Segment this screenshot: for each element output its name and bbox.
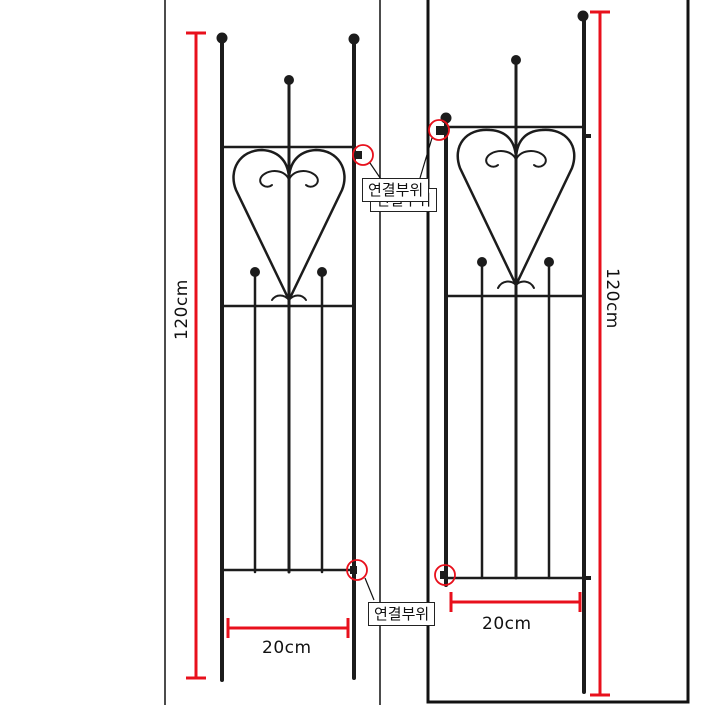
right-height-dimension [590, 10, 610, 697]
left-photo-frame [164, 0, 381, 705]
left-height-label: 120cm [172, 279, 192, 340]
right-width-dimension [449, 592, 582, 612]
right-photo-frame [426, 0, 690, 704]
right-width-label: 20cm [482, 614, 532, 634]
left-joint-bottom-label: 연결부위 [368, 602, 436, 626]
left-height-dimension [186, 31, 206, 680]
right-joint-label: 연결부위 [362, 178, 430, 202]
right-height-label: 120cm [602, 268, 622, 329]
left-width-label: 20cm [262, 638, 312, 658]
right-trellis [440, 10, 591, 694]
right-joint-bottom-marker [434, 564, 456, 586]
left-width-dimension [226, 618, 350, 638]
left-trellis [216, 32, 360, 682]
right-joint-top-marker [428, 119, 450, 141]
left-joint-top-marker [352, 144, 374, 166]
left-joint-bottom-marker [346, 559, 368, 581]
